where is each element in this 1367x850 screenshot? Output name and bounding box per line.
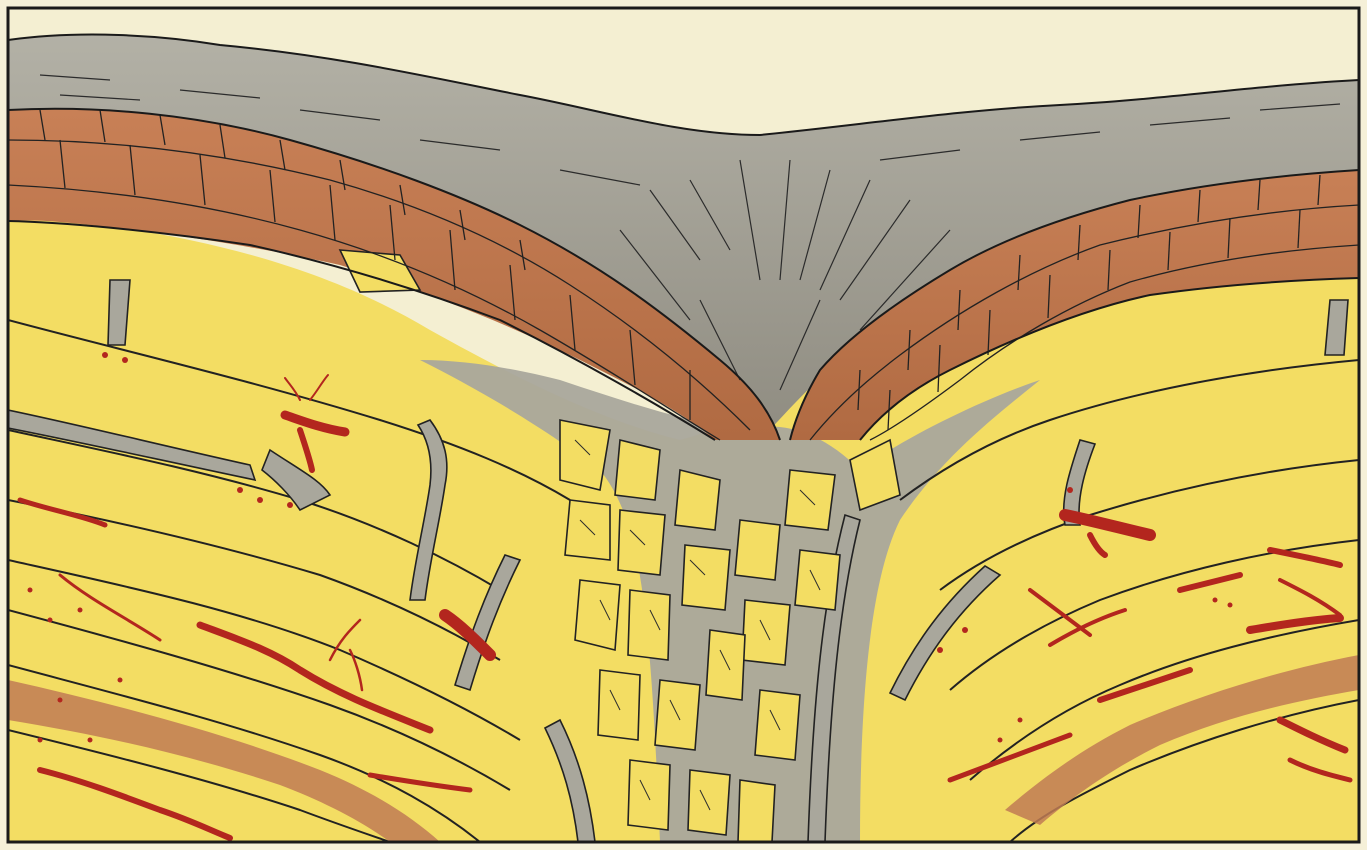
cross-section-svg — [0, 0, 1367, 850]
cross-section-figure — [0, 0, 1367, 850]
